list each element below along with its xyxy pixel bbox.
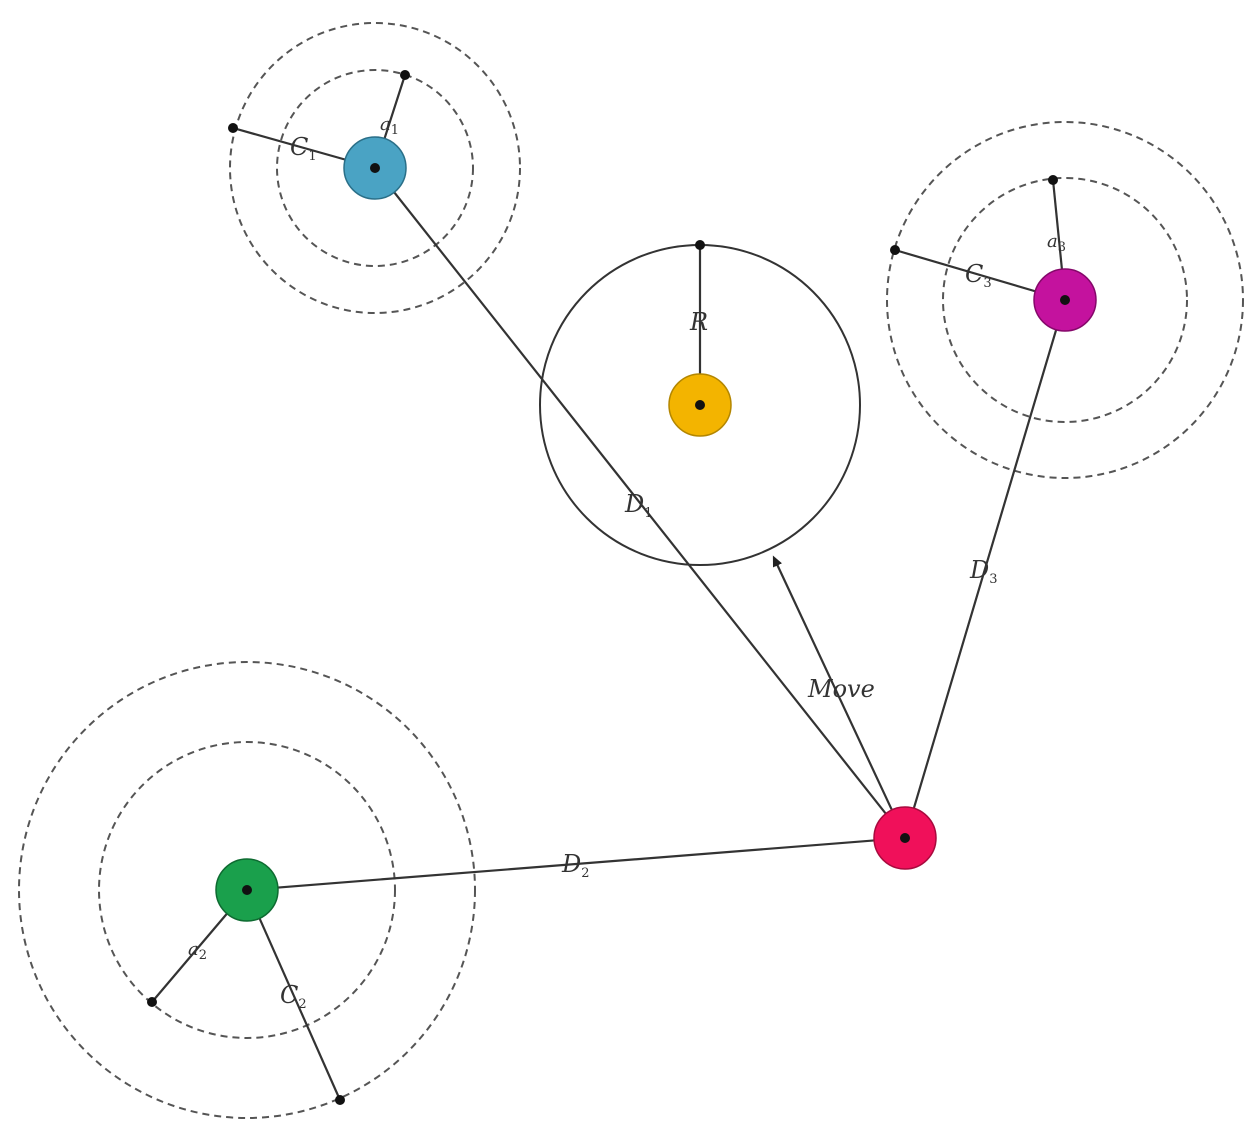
label-a-green: a2 <box>188 939 207 963</box>
green-node-center <box>242 885 252 895</box>
label-c-blue: C1 <box>290 133 317 164</box>
magenta-outer-ring <box>886 121 1244 479</box>
yellow-radius-endpoint <box>695 240 705 250</box>
blue-inner-ring <box>276 69 474 267</box>
magenta-inner-ring <box>942 177 1188 423</box>
yellow-node-center <box>695 400 705 410</box>
green-c-radius-line <box>245 889 342 1101</box>
green-inner-ring <box>98 741 396 1039</box>
label-r: R <box>689 308 708 336</box>
blue-outer-ring <box>229 22 521 314</box>
link-green-to-red <box>246 836 906 892</box>
move-arrow <box>772 555 906 839</box>
label-d-green: D2 <box>561 850 590 881</box>
label-c-green: C2 <box>280 981 307 1012</box>
magenta-node-center <box>1060 295 1070 305</box>
blue-c-endpoint <box>228 123 238 133</box>
blue-node-center <box>370 163 380 173</box>
red-node-center <box>900 833 910 843</box>
label-c-magenta: C3 <box>965 260 992 291</box>
blue-a-endpoint <box>400 70 410 80</box>
link-magenta-to-red <box>903 299 1067 839</box>
label-move: Move <box>807 675 875 703</box>
label-a-blue: a1 <box>380 114 399 138</box>
link-blue-to-red <box>374 167 906 839</box>
magenta-a-endpoint <box>1048 175 1058 185</box>
magenta-c-endpoint <box>890 245 900 255</box>
label-d-magenta: D3 <box>969 556 998 587</box>
green-a-endpoint <box>147 997 157 1007</box>
label-a-magenta: a3 <box>1047 231 1066 255</box>
label-d-blue: D1 <box>624 490 653 521</box>
green-c-endpoint <box>335 1095 345 1105</box>
green-outer-ring <box>18 661 476 1119</box>
